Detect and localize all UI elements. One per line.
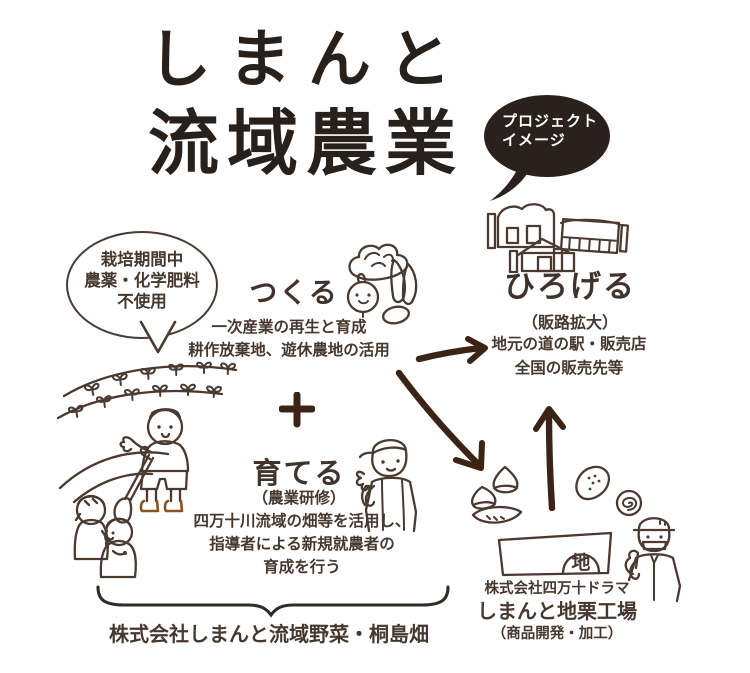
tsukuru-desc-line1: 一次産業の再生と育成 <box>211 319 367 336</box>
tsukuru-desc-line2: 耕作放棄地、遊休農地の活用 <box>188 342 390 359</box>
title-line1: しまんと <box>148 25 468 95</box>
organic-bubble-tail <box>139 320 177 354</box>
brace <box>96 585 450 618</box>
title-line2: 流域農業 <box>148 105 465 184</box>
bottom-company-label: 株式会社しまんと流域野菜・桐島畑 <box>109 624 429 646</box>
organic-bubble-line2: 農薬・化学肥料 <box>84 272 200 290</box>
project-bubble-tail <box>490 168 527 201</box>
chestnuts-icon <box>471 465 523 524</box>
sodateru-desc-line3: 育成を行う <box>263 559 341 576</box>
project-bubble-line1: プロジェクト <box>502 113 599 130</box>
tsukuru-heading: つくる <box>249 277 339 308</box>
hirogeru-subtitle: （販路拡大） <box>521 315 618 332</box>
shops-buildings-icon <box>486 203 630 273</box>
project-image-bubble: プロジェクト イメージ <box>484 95 610 177</box>
hirogeru-heading: ひろげる <box>504 269 636 304</box>
sodateru-desc-line1: 四万十川流域の畑等を活用し、 <box>193 513 411 530</box>
vegetables-icon <box>346 243 418 325</box>
hirogeru-desc-line1: 地元の道の駅・販売店 <box>491 336 647 353</box>
chikuri-name: しまんと地栗工場 <box>477 601 637 623</box>
tsukuru-description: 一次産業の再生と育成 耕作放棄地、遊休農地の活用 <box>158 316 420 362</box>
sodateru-heading: 育てる <box>252 458 346 490</box>
sodateru-description: 四万十川流域の畑等を活用し、 指導者による新規就農者の 育成を行う <box>172 510 432 579</box>
hirogeru-description: 地元の道の駅・販売店 全国の販売先等 <box>462 333 676 381</box>
trainee-farmer-icon <box>355 439 418 533</box>
chikuri-subtitle: （商品開発・加工） <box>491 626 623 642</box>
organic-bubble-line1: 栽培期間中 <box>100 251 184 269</box>
chikuri-company: 株式会社四万十ドラマ <box>484 581 630 597</box>
arrow-right-icon <box>415 336 488 364</box>
chikuri-factory-label: 株式会社四万十ドラマ しまんと地栗工場 （商品開発・加工） <box>458 580 656 644</box>
plus-icon <box>279 392 315 428</box>
factory-stamp-text: 地 <box>571 551 590 574</box>
sodateru-subtitle: （農業研修） <box>252 490 346 507</box>
field-and-farmers-illustration <box>56 361 238 579</box>
factory-box-icon: 地 <box>497 531 613 577</box>
sodateru-desc-line2: 指導者による新規就農者の <box>209 536 395 553</box>
arrow-up-icon <box>533 406 566 511</box>
arrow-diagonal-icon <box>395 369 485 471</box>
page-title: しまんと 流域農業 <box>148 16 468 186</box>
hirogeru-desc-line2: 全国の販売先等 <box>514 360 624 377</box>
project-bubble-line2: イメージ <box>502 132 566 149</box>
factory-worker-icon <box>624 517 682 603</box>
products-icon <box>575 465 643 517</box>
organic-bubble-line3: 不使用 <box>117 293 167 311</box>
